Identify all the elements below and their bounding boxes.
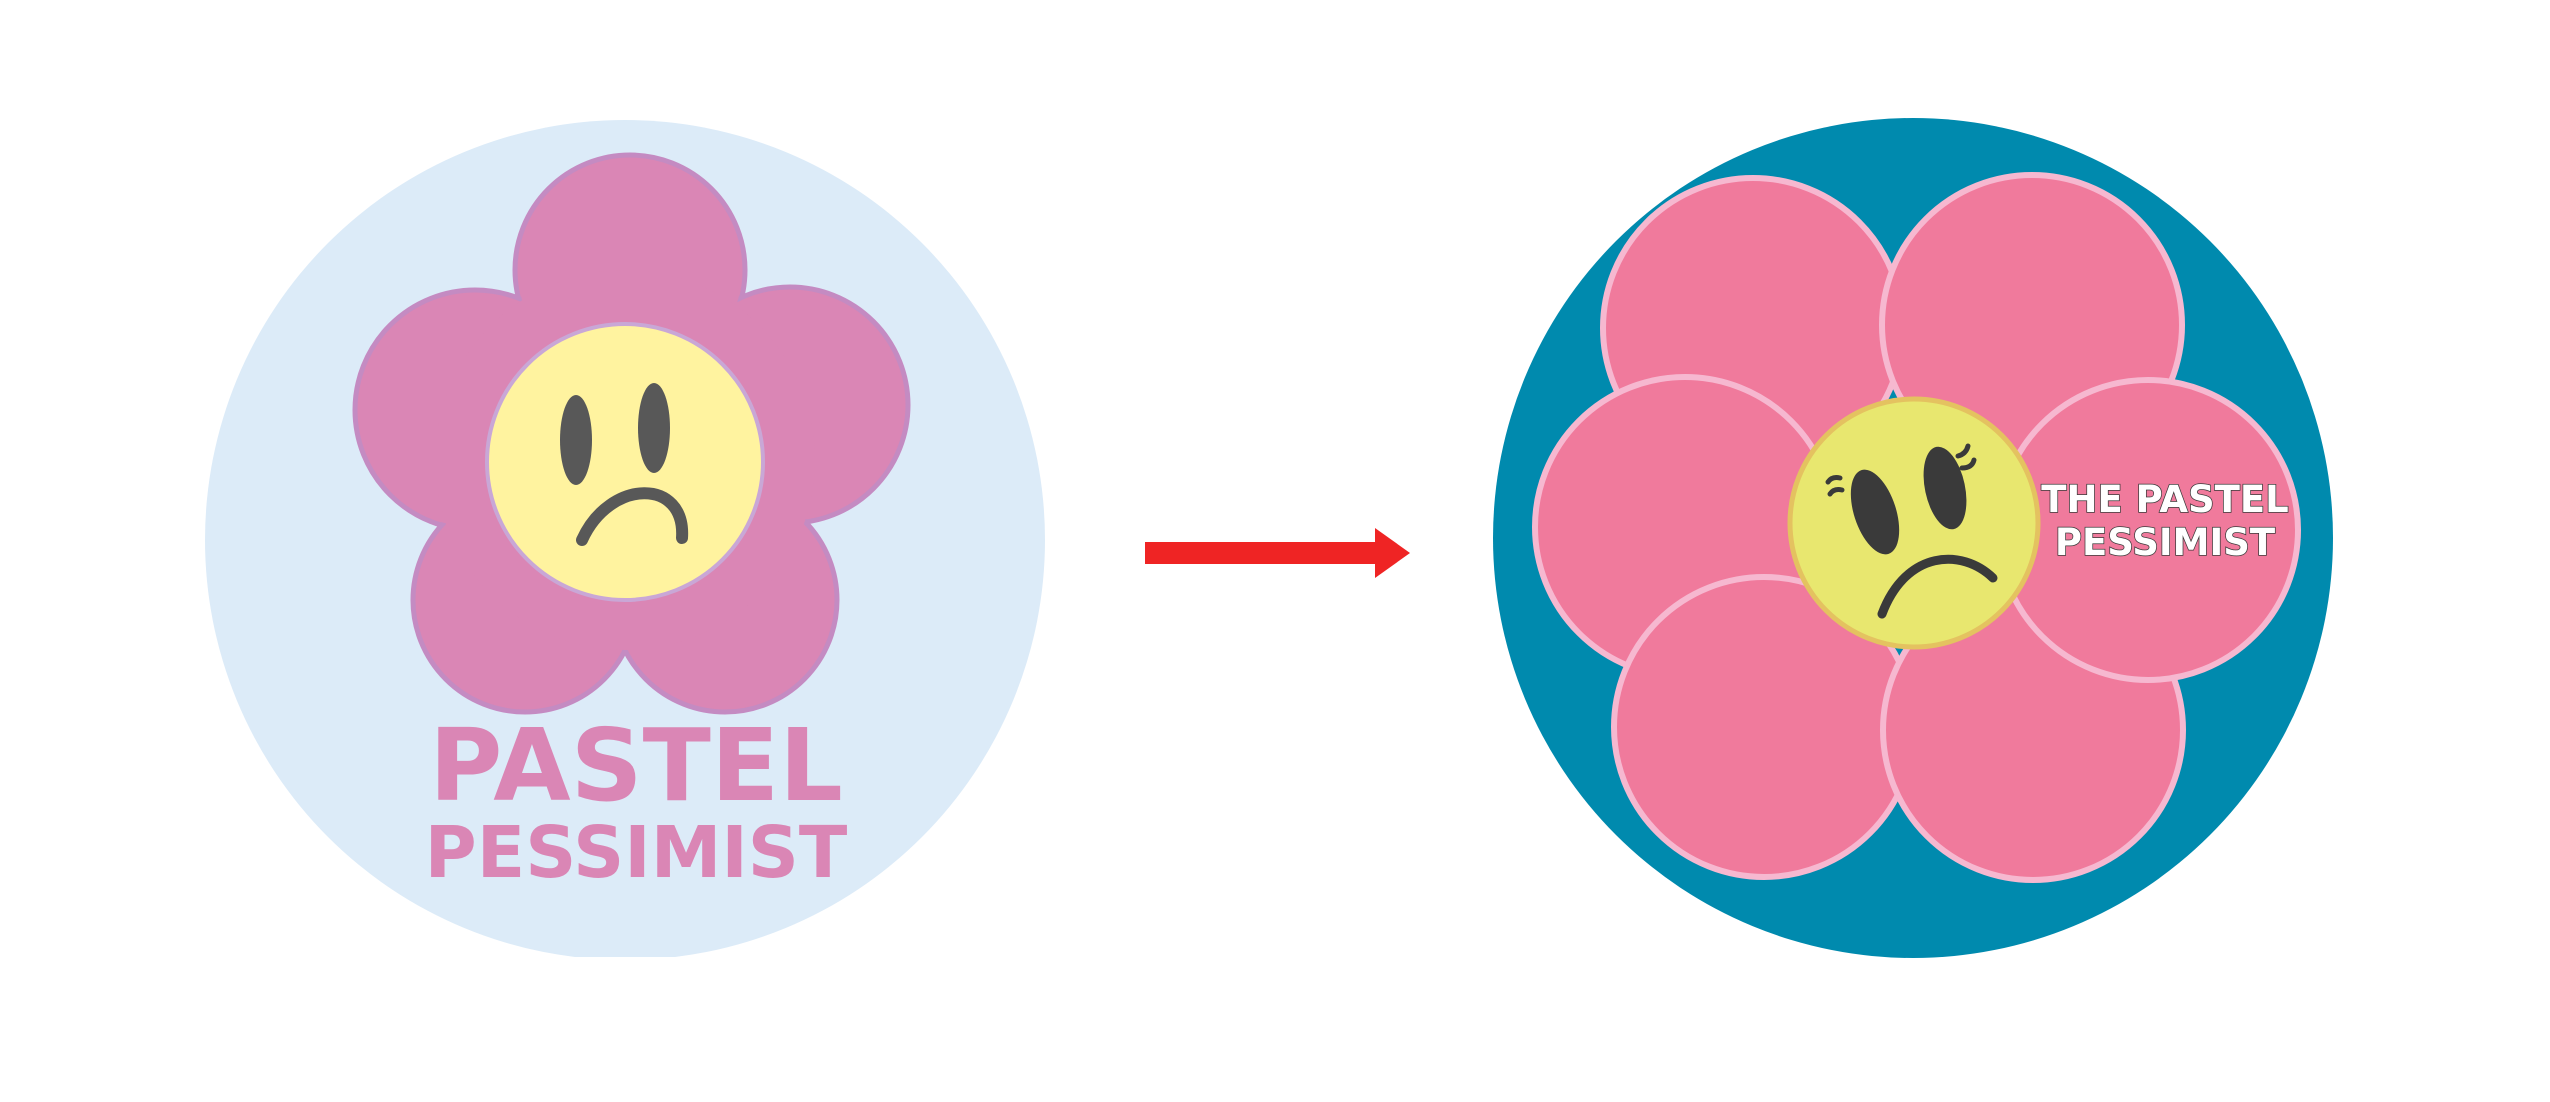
right-logo: THE PASTEL PESSIMIST: [1493, 118, 2333, 958]
arrow-head: [1375, 528, 1410, 578]
left-wordmark-line1: PASTEL: [429, 707, 843, 824]
right-frown-mouth-icon: [1877, 554, 1998, 619]
left-logo: PASTEL PESSIMIST: [205, 120, 1045, 957]
right-eye-left-icon: [1850, 469, 1900, 555]
left-wordmark-line2: PESSIMIST: [425, 811, 848, 894]
left-eye-right-icon: [638, 383, 670, 473]
left-face: [485, 322, 765, 602]
right-wordmark-line1: THE PASTEL: [2041, 478, 2288, 521]
right-face: [1787, 396, 2041, 650]
right-flower-petals: [1532, 172, 2301, 883]
arrow-shaft: [1145, 542, 1380, 564]
right-eyelashes-icon: [1825, 443, 1977, 497]
right-arrow-icon: [1145, 528, 1410, 578]
right-eye-right-icon: [1923, 446, 1967, 530]
right-wordmark-line2: PESSIMIST: [2055, 521, 2276, 564]
left-eye-left-icon: [560, 395, 592, 485]
left-frown-mouth-icon: [576, 487, 689, 546]
